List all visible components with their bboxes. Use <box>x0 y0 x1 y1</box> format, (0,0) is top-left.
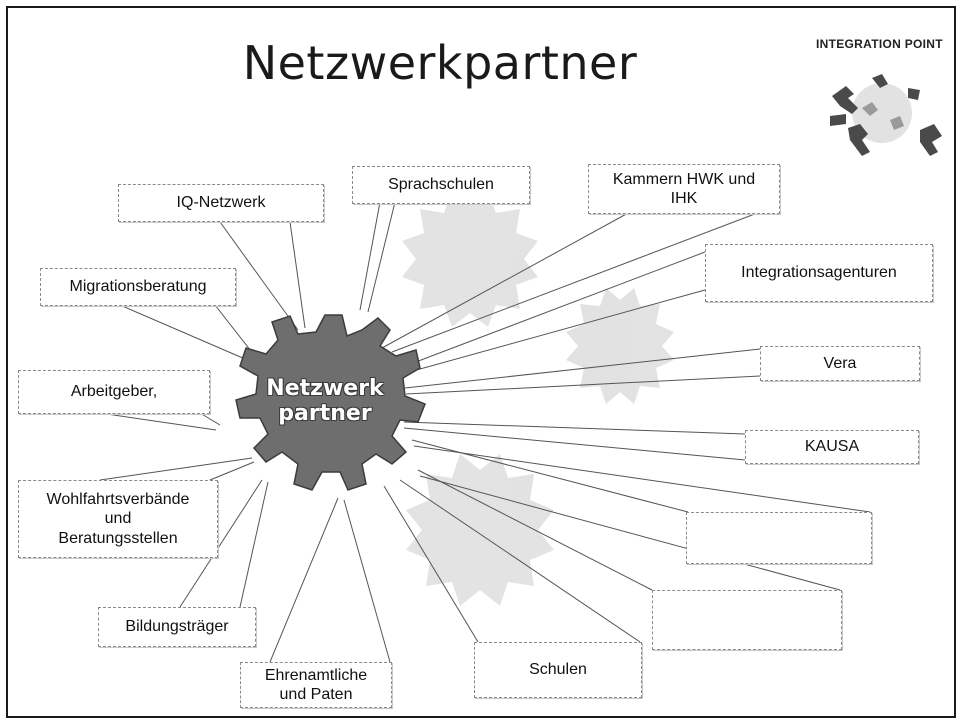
partner-label: Wohlfahrtsverbände und Beratungsstellen <box>46 491 190 547</box>
partner-box-kammern: Kammern HWK und IHK <box>588 164 780 214</box>
connector-integrationsagenturen <box>401 289 706 375</box>
connector-sprachschulen <box>367 201 396 313</box>
ghost-gear-top <box>402 191 538 327</box>
connector-schulen <box>383 485 479 643</box>
ghost-gear-bottom <box>406 454 554 606</box>
partner-box-empty-2 <box>652 590 842 650</box>
connector-kammern <box>381 211 631 349</box>
connector-ehrenamtliche <box>269 497 339 663</box>
partner-label: Kammern HWK und IHK <box>612 170 756 207</box>
connector-empty-2 <box>419 475 841 591</box>
partner-label: Bildungsträger <box>125 618 229 636</box>
partner-box-arbeitgeber: Arbeitgeber, <box>18 370 210 414</box>
connector-arbeitgeber <box>99 412 217 431</box>
partner-box-iq-netzwerk: IQ-Netzwerk <box>118 184 324 222</box>
partner-box-ehrenamtliche: Ehrenamtliche und Paten <box>240 662 392 708</box>
partner-box-integrationsagenturen: Integrationsagenturen <box>705 244 933 302</box>
connector-vera <box>404 348 761 389</box>
partner-box-sprachschulen: Sprachschulen <box>352 166 530 204</box>
connector-bildungstraeger <box>179 479 263 608</box>
connector-schulen <box>399 479 641 643</box>
connector-iq-netzwerk <box>289 221 306 329</box>
integration-logo-icon <box>830 74 942 156</box>
connector-wohlfahrt <box>209 461 255 481</box>
connector-kausa <box>403 427 746 461</box>
connector-iq-netzwerk <box>219 221 299 331</box>
partner-label: KAUSA <box>804 438 860 456</box>
connector-empty-1 <box>413 445 871 513</box>
connector-integrationsagenturen <box>399 251 706 369</box>
partner-label: Migrationsberatung <box>69 278 207 296</box>
partner-box-empty-1 <box>686 512 872 564</box>
connector-kammern <box>391 211 761 353</box>
partner-box-wohlfahrtsverbaende: Wohlfahrtsverbände und Beratungsstellen <box>18 480 218 558</box>
partner-box-migrationsberatung: Migrationsberatung <box>40 268 236 306</box>
connector-kausa <box>403 421 746 435</box>
connector-wohlfahrt <box>99 457 253 481</box>
background-gear-shapes <box>402 191 674 606</box>
partner-label: Arbeitgeber, <box>70 383 158 401</box>
connector-ehrenamtliche <box>343 499 391 663</box>
partner-label: IQ-Netzwerk <box>176 194 266 212</box>
logo-text: INTEGRATION POINT <box>816 37 943 51</box>
connector-lines <box>99 201 871 663</box>
connector-sprachschulen <box>359 201 381 311</box>
partner-box-schulen: Schulen <box>474 642 642 698</box>
connector-bildungstraeger <box>239 481 269 608</box>
partner-label: Vera <box>823 354 857 372</box>
partner-box-bildungstraeger: Bildungsträger <box>98 607 256 647</box>
partner-label: Schulen <box>529 661 587 679</box>
partner-label: Integrationsagenturen <box>741 264 897 282</box>
page-title: Netzwerkpartner <box>242 36 638 90</box>
center-gear-shape <box>235 314 426 491</box>
partner-label: Sprachschulen <box>388 176 494 194</box>
connector-migration <box>119 304 253 363</box>
ghost-gear-right <box>566 288 674 404</box>
connector-vera <box>405 375 761 395</box>
partner-box-vera: Vera <box>760 346 920 381</box>
connector-arbeitgeber <box>199 412 221 426</box>
partner-label: Ehrenamtliche und Paten <box>264 666 368 703</box>
center-gear-label: Netzwerk partner <box>266 376 384 427</box>
connector-empty-2 <box>417 469 653 591</box>
partner-box-kausa: KAUSA <box>745 430 919 464</box>
